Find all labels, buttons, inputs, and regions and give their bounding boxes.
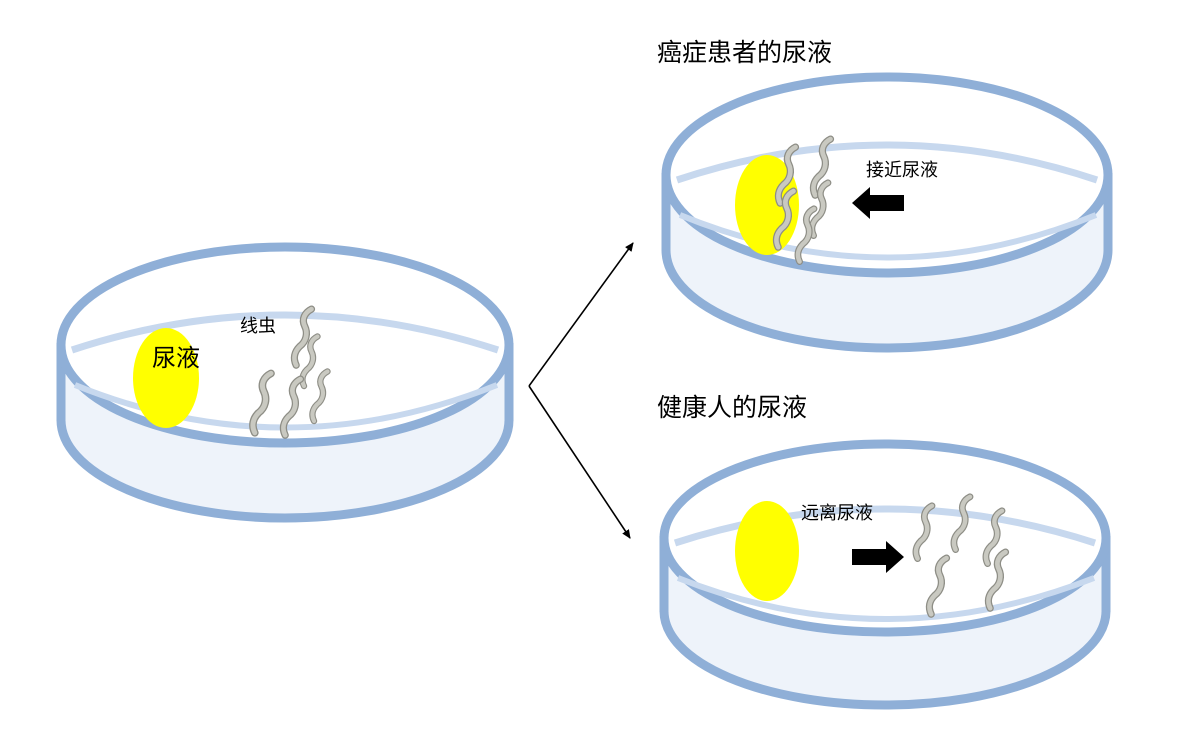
cancer-urine-title: 癌症患者的尿液 — [657, 40, 832, 65]
petri-dish-icon-top — [666, 77, 1108, 348]
petri-dish-icon-bottom — [664, 444, 1106, 705]
petri-dish-icon-left — [61, 247, 509, 518]
arrow-to-bottom-dish — [529, 386, 630, 538]
avoid-label: 远离尿液 — [801, 505, 873, 523]
approach-label: 接近尿液 — [866, 162, 938, 180]
worm-label: 线虫 — [240, 318, 276, 336]
arrow-to-top-dish — [529, 243, 633, 386]
healthy-urine-title: 健康人的尿液 — [657, 395, 807, 420]
urine-drop-icon-left — [133, 328, 199, 428]
urine-drop-icon-bottom — [735, 501, 799, 601]
urine-label: 尿液 — [152, 346, 200, 370]
